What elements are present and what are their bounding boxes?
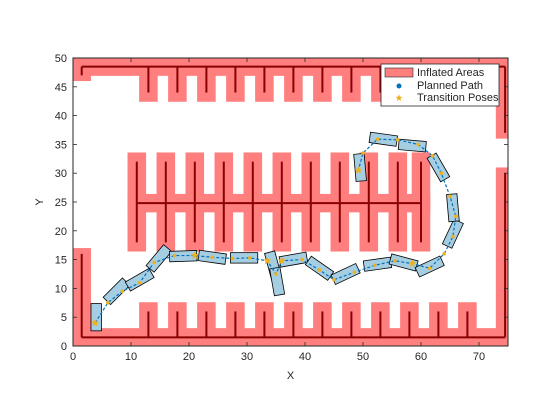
planned-path-point-30 (361, 151, 365, 155)
y-axis: 0 5 10 15 20 25 30 35 40 45 50 (55, 53, 508, 353)
planned-path-point-21 (442, 252, 447, 256)
planned-path-line (94, 138, 457, 324)
vehicle-footprint-2 (124, 267, 155, 292)
y-axis-label: Y (34, 198, 46, 206)
planned-path-point-25 (439, 171, 444, 175)
planned-path-point-11 (274, 272, 278, 276)
y-tick-label-1: 5 (61, 312, 67, 324)
x-tick-label-7: 70 (473, 351, 485, 363)
y-tick-label-7: 35 (55, 139, 67, 151)
y-tick-label-4: 20 (55, 226, 67, 238)
transition-pose-2 (263, 256, 272, 265)
vehicle-footprint-8 (269, 266, 286, 297)
planned-path-point-13 (300, 257, 304, 262)
x-tick-label-2: 20 (183, 351, 195, 363)
vehicle-footprint-18 (397, 138, 427, 153)
planned-path-point-29 (375, 137, 380, 142)
planned-path-point-27 (416, 142, 420, 147)
plot-area (73, 58, 508, 346)
planned-path-point-16 (352, 270, 357, 275)
planned-path-point-1 (106, 301, 110, 305)
planned-path-point-5 (172, 253, 177, 258)
legend-label-inflated-areas: Inflated Areas (417, 67, 485, 79)
y-tick-label-3: 15 (55, 255, 67, 267)
x-tick-label-5: 50 (357, 351, 369, 363)
transition-pose-4 (408, 259, 417, 268)
vehicle-footprint-3 (145, 244, 173, 273)
planned-path-point-15 (332, 277, 336, 282)
x-axis: 0 10 20 30 40 50 60 70 (70, 58, 485, 363)
x-tick-label-4: 40 (299, 351, 311, 363)
x-tick-label-3: 30 (241, 351, 253, 363)
legend-label-planned-path: Planned Path (417, 80, 483, 92)
planned-path-point-7 (210, 255, 214, 260)
y-tick-label-5: 25 (55, 197, 67, 209)
planned-path-point-9 (248, 256, 252, 260)
planned-path-point-14 (317, 268, 322, 272)
y-tick-label-10: 50 (55, 53, 67, 65)
transition-pose-5 (354, 166, 363, 174)
vehicle-footprint-20 (353, 152, 367, 182)
legend-label-transition-poses: Transition Poses (417, 92, 499, 104)
legend-marker-planned-path (396, 83, 402, 89)
transition-pose-1 (190, 251, 199, 260)
y-tick-label-6: 30 (55, 168, 67, 180)
planned-path-point-23 (454, 214, 458, 219)
x-tick-label-1: 10 (125, 351, 137, 363)
planned-path-point-4 (152, 260, 156, 265)
vehicle-footprint-16 (446, 193, 460, 223)
transition-pose-3 (277, 256, 286, 265)
transition-pose-0 (90, 318, 100, 327)
x-tick-label-0: 0 (70, 351, 76, 363)
y-tick-label-8: 40 (55, 111, 67, 123)
y-tick-label-0: 0 (61, 341, 67, 353)
x-tick-label-6: 60 (415, 351, 427, 363)
planned-path-point-20 (427, 266, 432, 271)
y-tick-label-9: 45 (55, 82, 67, 94)
planned-path-point-26 (430, 154, 435, 158)
legend-marker-transition-poses (395, 94, 403, 101)
y-tick-label-2: 10 (55, 283, 67, 295)
planned-path-point-22 (451, 234, 455, 239)
planned-path-point-18 (393, 258, 397, 263)
planned-path-point-8 (230, 256, 235, 261)
planned-path-point-17 (372, 263, 377, 268)
legend-swatch-inflated-areas (384, 67, 414, 78)
planned-path-point-2 (120, 289, 125, 294)
legend: Inflated Areas Planned Path Transition P… (380, 63, 500, 107)
vehicle-footprint-0 (90, 303, 102, 332)
x-axis-label: X (287, 370, 295, 382)
planned-path-point-24 (448, 194, 452, 199)
planned-path-point-3 (137, 280, 142, 285)
planned-path-point-28 (396, 137, 400, 142)
